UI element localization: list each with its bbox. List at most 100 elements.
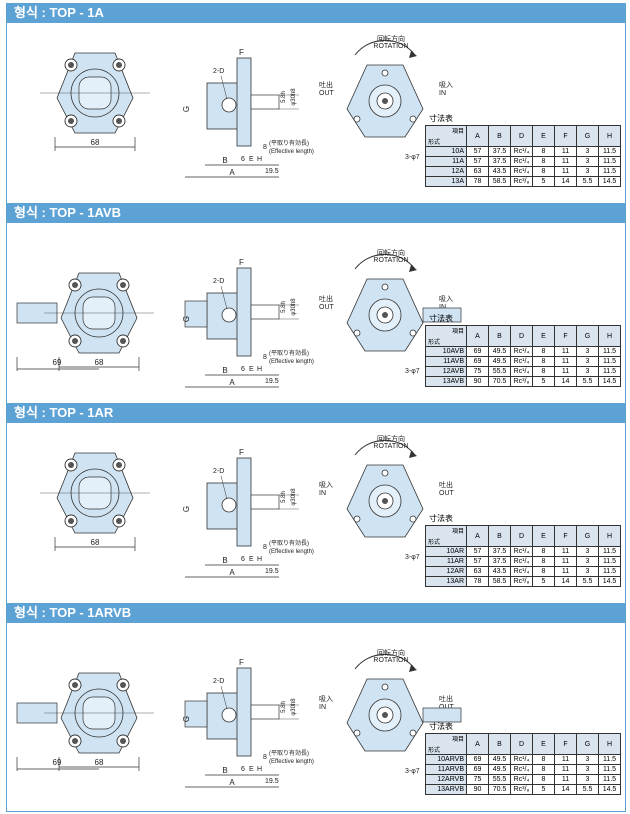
bolt-hole <box>68 62 74 68</box>
mount-flange <box>236 57 252 147</box>
cell-a: 57 <box>466 156 489 167</box>
cell-h: 11.5 <box>598 764 621 775</box>
table-caption: 寸法表 <box>429 114 453 123</box>
cell-d: Rc¹/₄ <box>510 556 533 567</box>
cell-e: 5 <box>532 176 555 187</box>
cell-f: 11 <box>554 156 577 167</box>
cell-a: 57 <box>466 146 489 157</box>
cell-d: Rc¹/₄ <box>510 156 533 167</box>
head-model: 形式 <box>428 748 441 754</box>
row-model: 11AVB <box>425 356 467 367</box>
label-195: 19.5 <box>265 378 279 385</box>
cell-h: 11.5 <box>598 556 621 567</box>
label-f: F <box>239 448 244 457</box>
label-eff-jp: (平取り有効長) <box>269 749 309 757</box>
out-label: OUT <box>439 490 455 497</box>
column-header: A <box>466 525 489 547</box>
rotation-arrow-icon <box>354 39 416 56</box>
column-header: A <box>466 325 489 347</box>
cell-b: 49.5 <box>488 356 511 367</box>
rotation-label: ROTATION <box>373 43 408 50</box>
row-model: 10AR <box>425 546 467 557</box>
cell-g: 5.5 <box>576 784 599 795</box>
cell-b: 70.5 <box>488 784 511 795</box>
table-corner: 項目形式 <box>425 525 467 547</box>
rear-shaft <box>422 707 462 723</box>
rotation-label: ROTATION <box>373 443 408 450</box>
column-header: G <box>576 125 599 147</box>
bolt-hole <box>68 518 74 524</box>
head-item: 項目 <box>451 529 464 535</box>
cell-h: 14.5 <box>598 576 621 587</box>
rotation-jp: 回転方向 <box>377 248 405 257</box>
label-dia: φ30h8 <box>291 488 297 506</box>
row-model: 13AVB <box>425 376 467 387</box>
label-key: 5.8h <box>281 301 287 313</box>
label-e: E <box>249 156 254 163</box>
rotation-jp: 回転方向 <box>377 648 405 657</box>
label-eff-jp: (平取り有効長) <box>269 139 309 147</box>
port-icon <box>221 707 237 723</box>
bolt-hole <box>120 282 126 288</box>
cell-f: 11 <box>554 166 577 177</box>
label-e: E <box>249 366 254 373</box>
head-item: 項目 <box>451 129 464 135</box>
rotation-label: ROTATION <box>373 257 408 264</box>
label-2d: 2-D <box>213 68 224 75</box>
arrow-head-icon <box>409 451 417 458</box>
cell-f: 11 <box>554 546 577 557</box>
cell-e: 5 <box>532 376 555 387</box>
label-e: E <box>249 556 254 563</box>
in-label: IN <box>439 90 446 97</box>
arrow-head-icon <box>409 665 417 672</box>
cell-e: 8 <box>532 346 555 357</box>
section-title: 형식 : TOP - 1A <box>6 3 626 23</box>
cell-a: 75 <box>466 366 489 377</box>
row-model: 13AR <box>425 576 467 587</box>
cell-g: 3 <box>576 356 599 367</box>
label-f: F <box>239 258 244 267</box>
bolt-hole <box>72 282 78 288</box>
table-corner: 項目形式 <box>425 325 467 347</box>
cell-d: Rc¹/₄ <box>510 146 533 157</box>
label-e: E <box>249 766 254 773</box>
cell-f: 14 <box>554 576 577 587</box>
label-2d: 2-D <box>213 278 224 285</box>
label-a: A <box>229 168 235 177</box>
cell-a: 69 <box>466 754 489 765</box>
label-8: 8 <box>263 544 267 551</box>
label-a: A <box>229 378 235 387</box>
column-header: G <box>576 733 599 755</box>
cell-a: 69 <box>466 764 489 775</box>
cell-f: 11 <box>554 356 577 367</box>
out-label: OUT <box>439 704 455 711</box>
mount-hole-icon <box>353 729 361 737</box>
drive-shaft <box>250 304 280 320</box>
label-a: A <box>229 568 235 577</box>
label-eff: (Effective length) <box>269 149 314 155</box>
cell-e: 8 <box>532 566 555 577</box>
cell-b: 49.5 <box>488 764 511 775</box>
label-h: H <box>257 366 262 373</box>
cell-h: 14.5 <box>598 176 621 187</box>
label-key: 5.8h <box>281 491 287 503</box>
mount-hole-icon <box>381 469 389 477</box>
bolt-hole <box>116 518 122 524</box>
rotation-jp: 回転方向 <box>377 434 405 443</box>
label-3phi: 3-φ7 <box>405 154 420 161</box>
label-f: F <box>239 48 244 57</box>
cell-f: 14 <box>554 784 577 795</box>
label-dia: φ30h8 <box>291 698 297 716</box>
mount-hole-icon <box>409 329 417 337</box>
label-dia: φ30h8 <box>291 298 297 316</box>
label-8: 8 <box>263 354 267 361</box>
rotation-arrow-icon <box>354 253 416 270</box>
